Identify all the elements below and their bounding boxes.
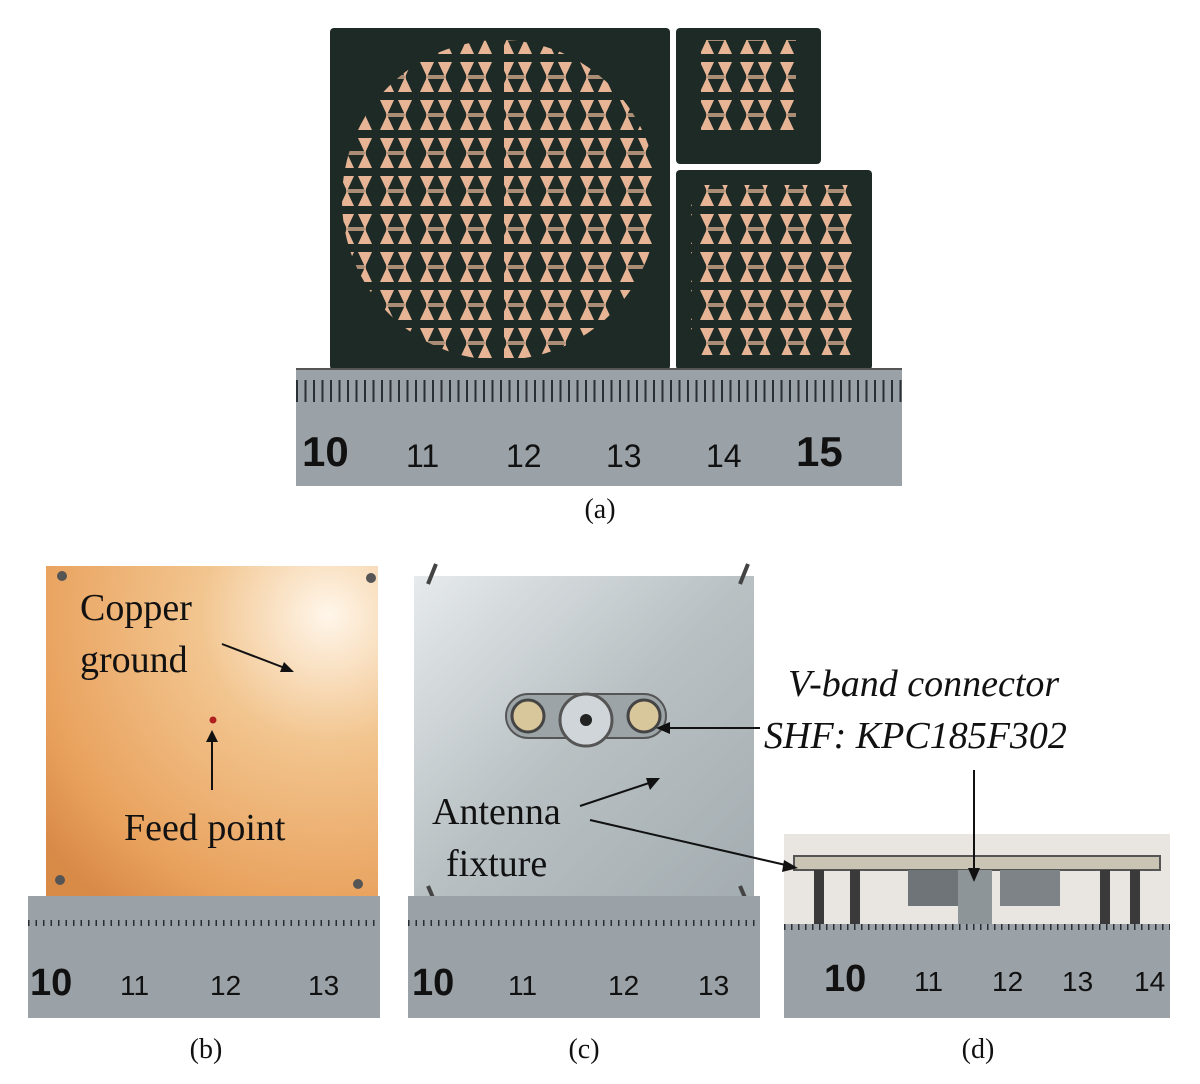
copper-ground-label-line2: ground	[80, 639, 188, 681]
connector-screw-right	[626, 698, 662, 734]
antenna-fixture-side-arrow	[589, 819, 791, 867]
caption-d: (d)	[961, 1034, 995, 1065]
ruler-a-labels: 10 11 12 13 14 15	[296, 420, 902, 480]
antenna-fixture-arrow	[579, 781, 653, 807]
ruler-label: 10	[30, 962, 73, 1004]
antenna-fixture-label-line1: Antenna	[432, 791, 561, 833]
caption-a: (a)	[584, 494, 616, 525]
ruler-label: 14	[1134, 966, 1166, 997]
ruler-label: 13	[606, 438, 642, 474]
ruler-label: 13	[698, 970, 730, 1001]
ruler-c-labels: 10 11 12 13	[408, 958, 760, 1008]
ruler-label: 13	[308, 970, 340, 1001]
ruler-label: 12	[992, 966, 1024, 997]
connector-screw-left	[510, 698, 546, 734]
panel-c-photo	[408, 560, 760, 1018]
ruler-label: 12	[506, 438, 542, 474]
ruler-label: 11	[508, 970, 538, 1001]
ruler-b-labels: 10 11 12 13	[28, 958, 380, 1008]
ruler-label: 13	[1062, 966, 1094, 997]
ruler-label: 12	[608, 970, 640, 1001]
feed-point-label: Feed point	[124, 807, 286, 849]
ruler-d-labels: 10 11 12 13 14	[784, 954, 1170, 1004]
antenna-arrays-photo	[296, 28, 902, 486]
vband-connector-label-line2: SHF: KPC185F302	[764, 715, 1067, 757]
panel-a-photo	[296, 20, 902, 488]
ruler-label: 12	[210, 970, 242, 1001]
copper-ground-photo	[28, 566, 380, 1018]
copper-ground-label-line1: Copper	[80, 587, 192, 629]
caption-b: (b)	[189, 1034, 223, 1065]
ruler-label: 11	[120, 970, 150, 1001]
ruler-label: 10	[824, 958, 867, 1000]
ruler-label: 11	[406, 438, 440, 474]
ruler-label: 11	[914, 966, 944, 997]
ruler-label: 10	[302, 428, 349, 475]
ruler-label: 14	[706, 438, 742, 474]
antenna-fixture-photo	[408, 560, 760, 1018]
panel-b-photo	[28, 560, 380, 1018]
vband-connector-label-line1: V-band connector	[788, 663, 1060, 705]
caption-c: (c)	[568, 1034, 600, 1065]
feed-point-marker	[209, 716, 217, 724]
antenna-fixture-label-line2: fixture	[446, 843, 548, 885]
ruler-label: 10	[412, 962, 455, 1004]
ruler-label: 15	[796, 428, 843, 475]
